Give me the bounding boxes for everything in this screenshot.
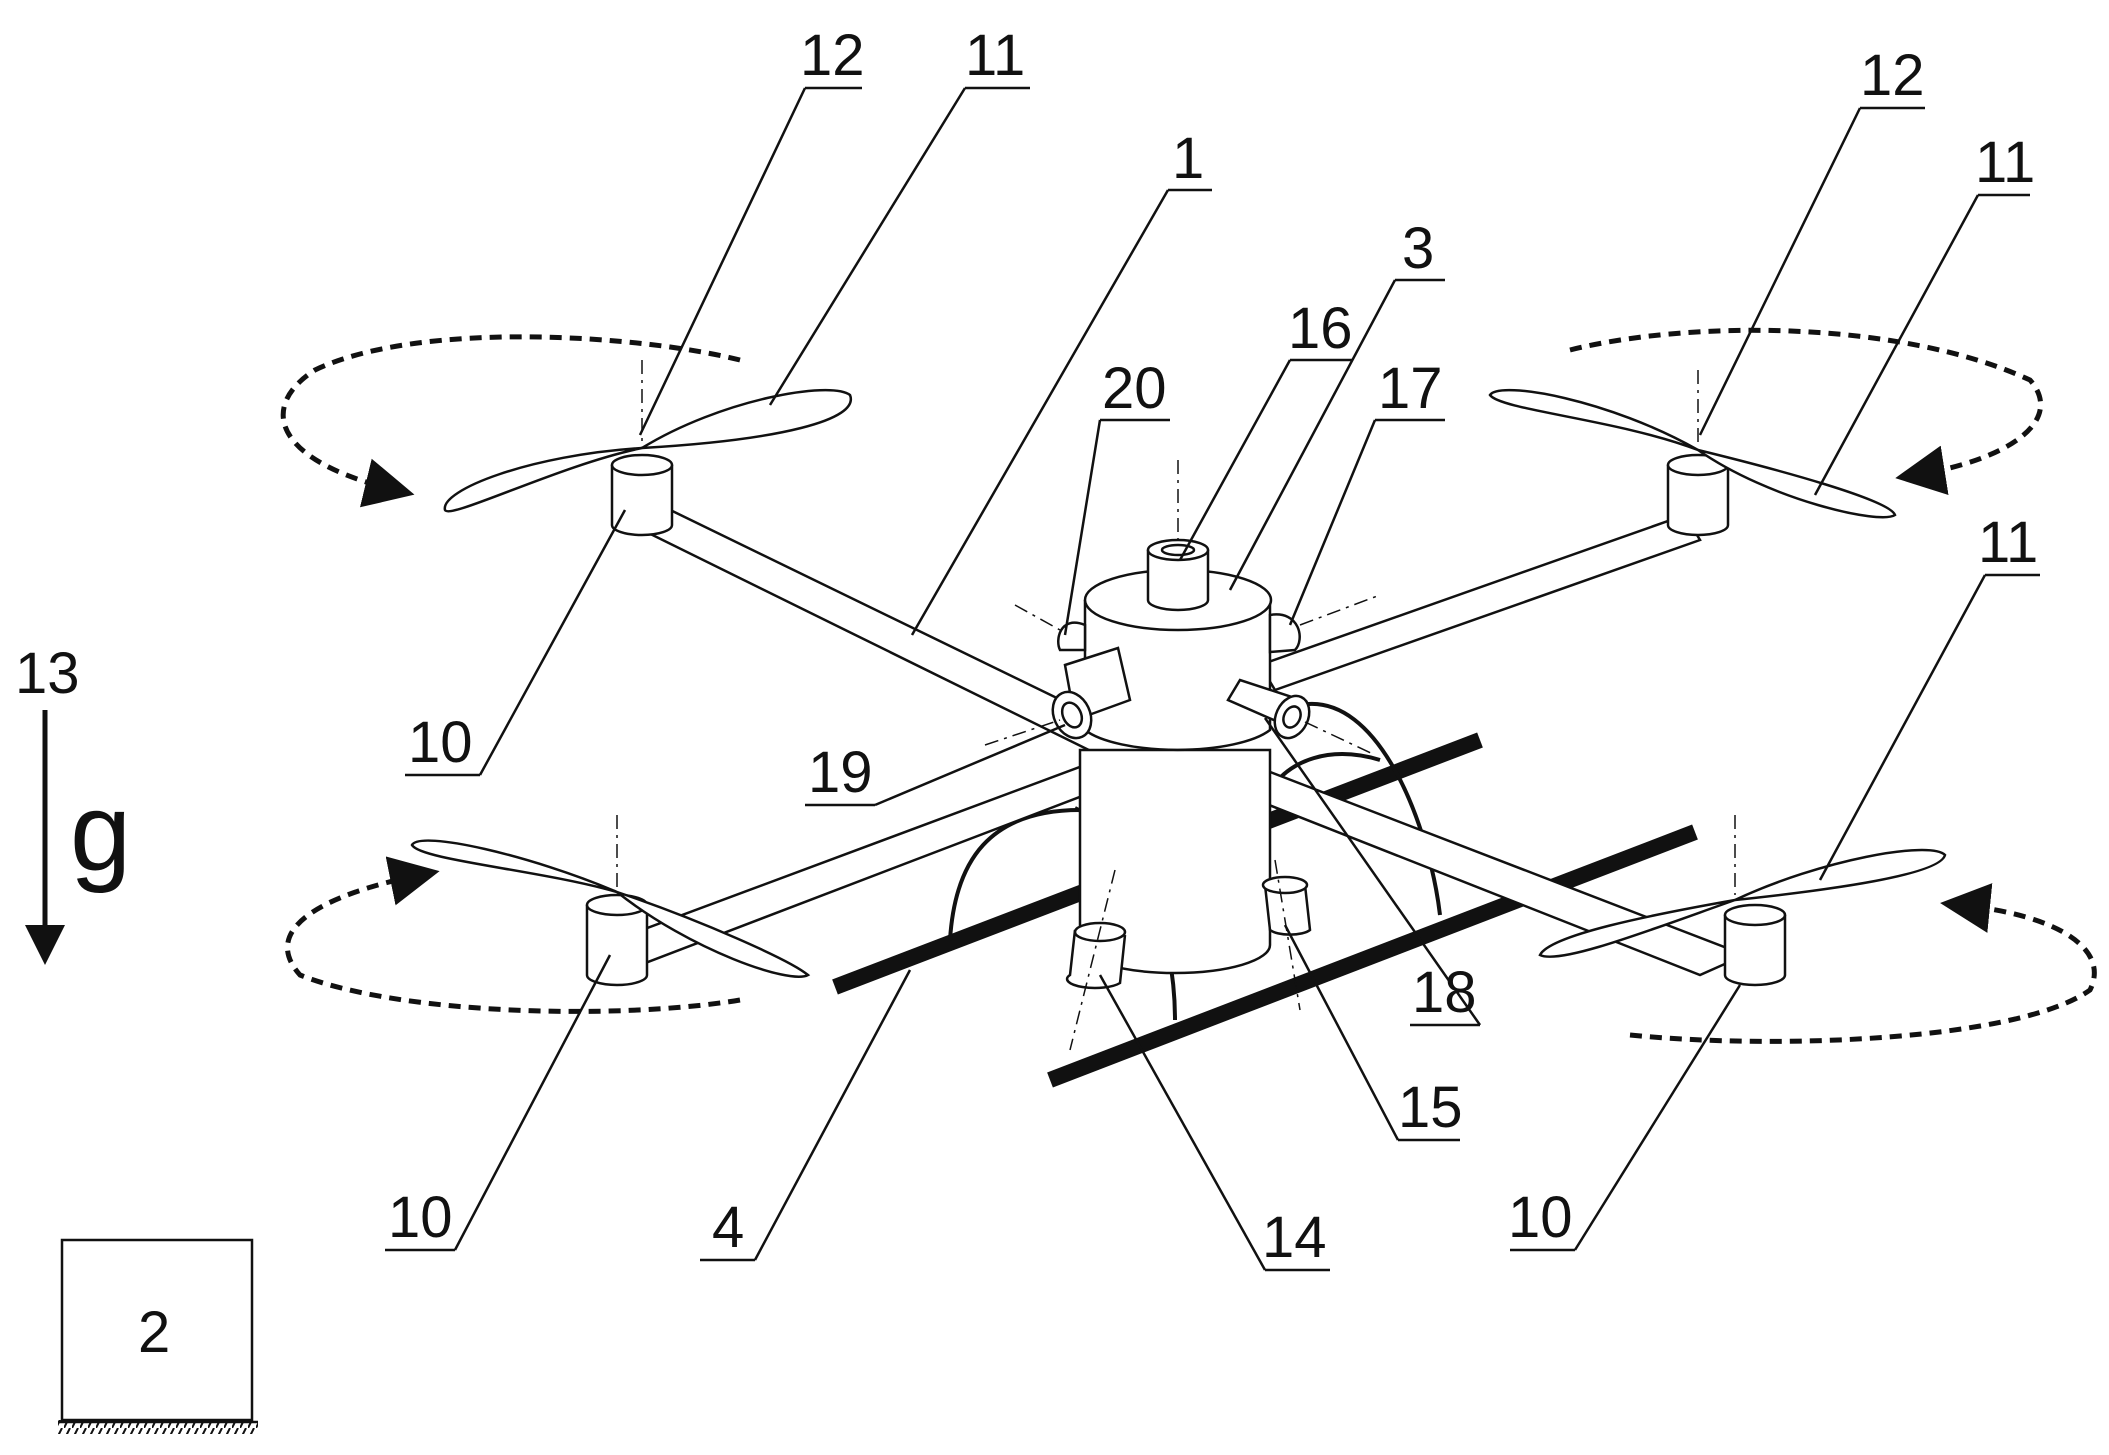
motor-front-left xyxy=(585,905,649,987)
rotor-front-right xyxy=(1538,815,2097,1044)
side-nozzle-left-axis xyxy=(984,719,1061,746)
propeller-back-right-blade1 xyxy=(1488,388,1699,452)
leader-3 xyxy=(1228,279,1397,591)
label-11-back-right: 11 xyxy=(1975,130,2035,195)
motor-front-right-top xyxy=(1723,903,1787,927)
label-20: 20 xyxy=(1102,356,1167,421)
frame-arms xyxy=(612,503,1749,977)
ground-hatch xyxy=(58,1420,258,1434)
motor-back-right xyxy=(1666,465,1730,537)
label-13: 13 xyxy=(15,641,80,706)
label-3: 3 xyxy=(1402,216,1434,281)
label-10-back-left: 10 xyxy=(408,710,473,775)
landing-arc-right xyxy=(1299,701,1442,916)
label-18: 18 xyxy=(1412,960,1477,1025)
leader-19 xyxy=(874,723,1066,807)
leader-15 xyxy=(1283,924,1400,1141)
label-10-front-left: 10 xyxy=(388,1185,453,1250)
bump-right-axis xyxy=(1299,594,1381,626)
leader-4 xyxy=(753,969,912,1261)
upper-housing xyxy=(1083,600,1272,752)
leader-11-left xyxy=(768,87,967,406)
leader-10-front-right xyxy=(1573,984,1742,1251)
propeller-front-right-blade1 xyxy=(1734,848,1947,902)
label-16: 16 xyxy=(1288,296,1353,361)
label-12-back-left: 12 xyxy=(800,23,865,88)
motor-back-left-top xyxy=(610,453,674,477)
bump-right xyxy=(1268,613,1301,654)
propeller-back-left-blade2 xyxy=(443,446,643,513)
leader-12-left xyxy=(638,87,807,436)
ground-object xyxy=(58,1238,258,1434)
lower-thruster-14 xyxy=(1065,929,1127,990)
propeller-back-left-blade1 xyxy=(641,388,853,450)
rotor-back-left xyxy=(280,334,853,537)
label-12-back-right: 12 xyxy=(1860,43,1925,108)
propeller-back-right-blade2 xyxy=(1697,448,1897,519)
label-g: g xyxy=(70,771,131,894)
side-nozzle-left-bore xyxy=(1060,701,1084,729)
side-nozzle-right-axis xyxy=(1304,721,1376,756)
leader-20 xyxy=(1063,419,1102,636)
leader-11-front-right xyxy=(1818,574,1987,881)
motor-front-right xyxy=(1723,915,1787,987)
leader-14 xyxy=(1098,974,1267,1271)
rotation-arrow-front-right xyxy=(1629,883,2097,1044)
top-nozzle xyxy=(1146,550,1210,612)
rotor-front-left xyxy=(285,815,811,1014)
leader-lines xyxy=(385,86,2040,1272)
label-4: 4 xyxy=(712,1195,744,1260)
leader-16 xyxy=(1178,359,1292,561)
label-19: 19 xyxy=(808,740,873,805)
label-11-back-left: 11 xyxy=(965,23,1025,88)
propeller-front-right-blade2 xyxy=(1538,898,1736,958)
leader-18 xyxy=(1263,717,1482,1026)
lower-thruster-14-axis xyxy=(1069,869,1116,1051)
leader-11-right xyxy=(1813,194,1980,496)
label-14: 14 xyxy=(1262,1205,1327,1270)
rotation-arrow-back-left xyxy=(280,334,741,508)
label-17: 17 xyxy=(1378,356,1443,421)
bump-left xyxy=(1057,621,1087,652)
top-nozzle-bore xyxy=(1160,543,1196,557)
leader-12-right xyxy=(1698,107,1862,436)
propeller-front-left-blade1 xyxy=(410,839,618,894)
leader-10-back-left xyxy=(478,509,627,776)
landing-arc-left xyxy=(948,808,1081,941)
rotation-arrow-back-right xyxy=(1569,327,2044,496)
central-body xyxy=(984,460,1381,1051)
skid-rear xyxy=(1047,824,1698,1088)
propeller-front-left-blade2 xyxy=(616,890,811,978)
side-nozzle-right-bore xyxy=(1282,705,1302,729)
labels: 12 11 1 3 16 17 20 12 11 11 13 g 10 19 1… xyxy=(15,23,2038,1365)
lower-thruster-15-axis xyxy=(1274,859,1301,1011)
label-11-front-right: 11 xyxy=(1978,510,2038,575)
motor-back-left xyxy=(610,465,674,537)
rotor-back-right xyxy=(1488,327,2044,537)
label-15: 15 xyxy=(1398,1075,1463,1140)
label-1: 1 xyxy=(1172,126,1204,191)
leader-1 xyxy=(910,189,1170,636)
leader-17 xyxy=(1288,419,1377,626)
lower-thruster-15-top xyxy=(1261,875,1309,895)
bump-left-axis xyxy=(1014,604,1061,631)
label-2: 2 xyxy=(138,1300,170,1365)
leader-10-front-left xyxy=(453,954,612,1251)
label-10-front-right: 10 xyxy=(1508,1185,1573,1250)
